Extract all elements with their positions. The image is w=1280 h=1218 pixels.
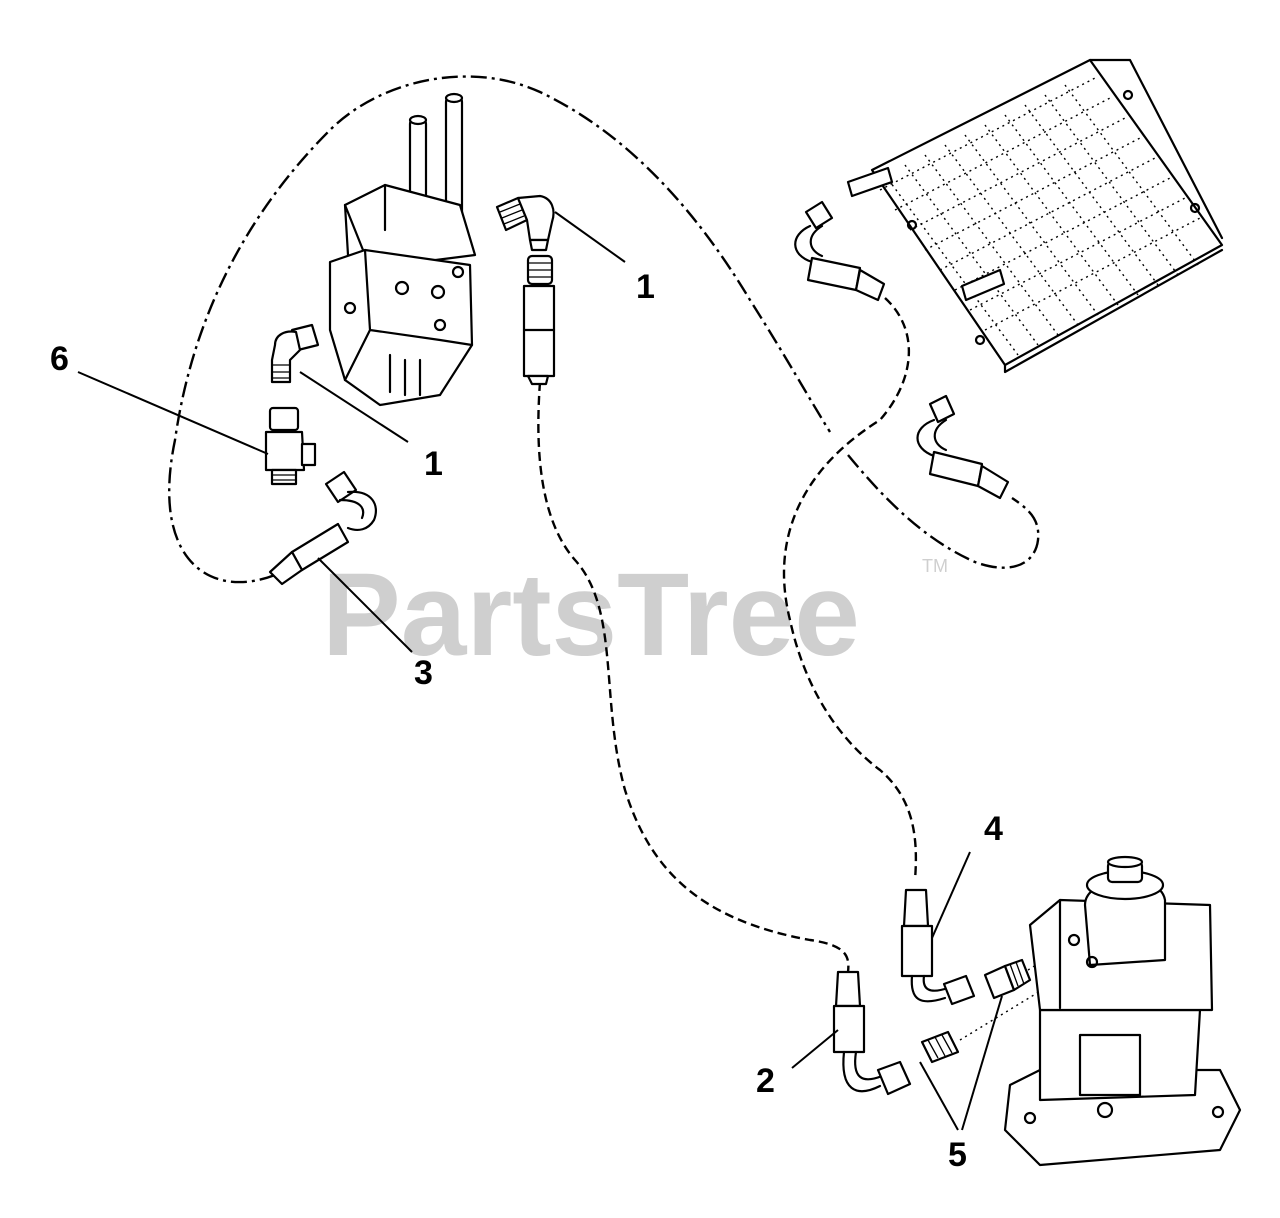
loop-hose-left <box>168 75 832 584</box>
adapter-centerline-lower <box>959 961 1089 1041</box>
callout-6: 6 <box>50 340 69 378</box>
adapter-fitting-lower <box>920 1030 960 1064</box>
elbow-fitting-lower <box>270 323 320 384</box>
leader-1-lower <box>299 371 409 443</box>
cooler-hose-lower <box>916 394 1010 500</box>
leader-6 <box>77 371 269 455</box>
loop-hose-right <box>847 454 1040 569</box>
hose-end-center <box>522 254 556 386</box>
hose-cooler-to-4 <box>782 297 918 881</box>
oil-cooler <box>846 58 1224 374</box>
hose-assembly-4 <box>900 888 976 1006</box>
leader-3 <box>317 557 413 653</box>
tee-fitting <box>264 406 317 486</box>
hose-center-down <box>537 381 850 973</box>
callout-3: 3 <box>414 654 433 692</box>
hose-assembly-3 <box>268 470 377 586</box>
callout-2: 2 <box>756 1062 775 1100</box>
watermark-trademark: TM <box>922 556 948 576</box>
leader-5a <box>919 1061 959 1131</box>
watermark-text: PartsTree <box>322 549 860 681</box>
callout-5: 5 <box>948 1136 967 1174</box>
elbow-fitting-upper <box>495 194 555 252</box>
adapter-fitting-upper <box>983 958 1032 1000</box>
leader-5b <box>961 995 1003 1131</box>
leader-2 <box>791 1029 839 1069</box>
callout-4: 4 <box>984 810 1003 848</box>
hose-assembly-2 <box>832 970 912 1096</box>
callout-1-upper: 1 <box>636 268 655 306</box>
hydraulic-pump <box>1003 855 1242 1167</box>
leader-1-upper <box>554 211 626 263</box>
callout-1-lower: 1 <box>424 445 443 483</box>
cooler-hose-upper <box>794 200 886 302</box>
control-valve <box>328 92 477 407</box>
leader-4 <box>931 851 971 939</box>
